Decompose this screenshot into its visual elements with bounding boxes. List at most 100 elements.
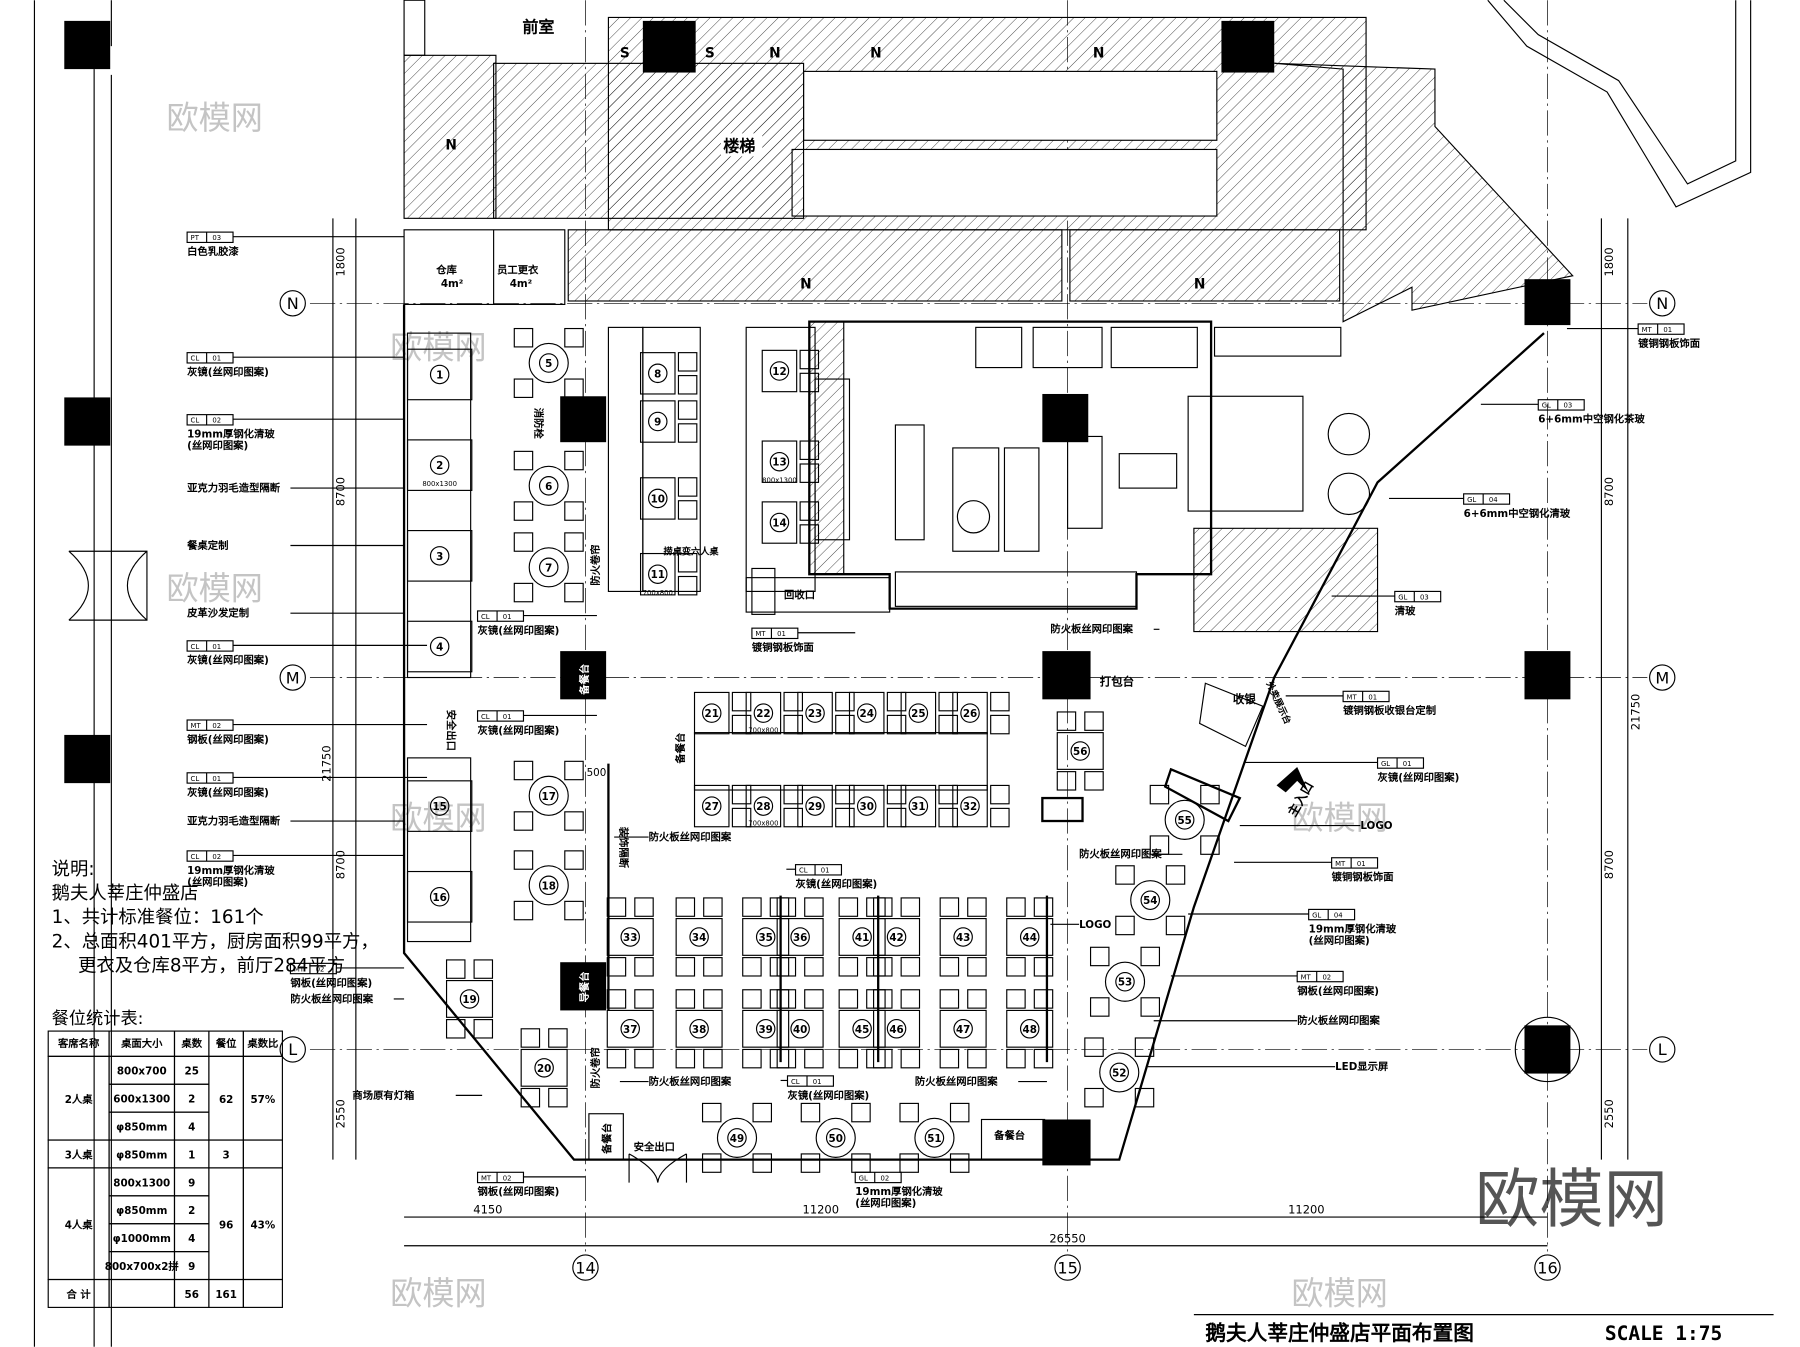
table-number-badge — [701, 703, 722, 723]
axis-label: 15 — [1057, 1258, 1077, 1277]
table-20: 20 — [520, 1028, 568, 1108]
chair-icon — [990, 714, 1010, 735]
table-3: 3 — [406, 530, 473, 582]
chair-icon — [800, 1153, 821, 1173]
table-17: 17 — [513, 760, 584, 831]
round-table — [528, 465, 569, 506]
table-cell — [242, 1278, 283, 1308]
title-block: 鹅夫人莘庄仲盛店平面布置图 SCALE 1:75 — [1193, 1314, 1774, 1345]
tag-code: GL — [859, 1174, 868, 1182]
table-2: 2 — [406, 439, 473, 491]
table-42: 42 — [873, 897, 921, 977]
chair-icon — [634, 897, 654, 917]
annotation-text: 6+6mm中空钢化清玻 — [1464, 507, 1571, 520]
chair-icon — [851, 1153, 871, 1173]
round-table — [528, 342, 569, 384]
table-number: 48 — [1023, 1024, 1037, 1036]
tag-number: 02 — [212, 417, 221, 425]
seat-table-count: 9 — [188, 1261, 195, 1273]
table-number-badge — [753, 796, 774, 816]
table-number: 20 — [537, 1063, 551, 1075]
table-number: 12 — [772, 366, 786, 378]
booth-table — [406, 439, 473, 491]
table-30: 30 — [848, 784, 907, 828]
round-table — [528, 547, 569, 588]
chair-icon — [703, 989, 723, 1009]
annotation-tag: 防火板丝网印图案 — [614, 831, 732, 844]
table-number: 31 — [911, 801, 925, 813]
seat-group-seats: 96 — [219, 1219, 233, 1231]
table-number: 19 — [462, 994, 476, 1006]
table-size-label: 700x800 — [748, 820, 778, 828]
seat-table-header: 餐位 — [215, 1037, 237, 1050]
table-55: 55 — [1149, 784, 1220, 855]
booth-table — [406, 780, 473, 832]
chair-icon — [967, 897, 987, 917]
table-number-badge — [852, 1019, 872, 1039]
table-number: 4 — [436, 642, 443, 654]
round-table — [528, 865, 569, 906]
room-vestibule: 前室 — [522, 17, 554, 36]
tag-code: GL — [1381, 760, 1390, 768]
seat-table-title: 餐位统计表: — [52, 1009, 144, 1029]
watermark: 欧模网 — [166, 569, 262, 607]
tag-code: CL — [799, 867, 808, 875]
table-15: 15 — [406, 780, 473, 832]
annotation-text: 灰镜(丝网印图案) — [478, 724, 560, 737]
chair-icon — [520, 1087, 541, 1108]
chair-icon — [804, 989, 824, 1009]
axis-bubble — [1649, 1036, 1676, 1063]
tag-number: 01 — [212, 775, 221, 783]
chair-icon — [564, 327, 584, 348]
table-top — [639, 552, 676, 596]
room-labels: 前室 楼梯 N S S N N N N N 仓库 4m² 员工更衣 4m² — [435, 17, 1205, 292]
chair-icon — [799, 524, 820, 544]
chair-icon — [835, 807, 855, 828]
tag-code: CL — [481, 613, 490, 621]
table-top — [693, 784, 730, 828]
table-top — [848, 691, 885, 735]
table-number: 49 — [730, 1133, 744, 1145]
table-23: 23 — [797, 691, 855, 735]
table-number: 44 — [1023, 932, 1037, 944]
annotation-text: 灰镜(丝网印图案) — [1378, 771, 1460, 784]
annotation-tag: 餐桌定制 — [186, 539, 405, 552]
table-6: 6 — [513, 450, 584, 521]
table-top — [606, 1009, 654, 1048]
watermark: 欧模网 — [166, 99, 262, 137]
annotation-text: 镀铜钢板饰面 — [1332, 871, 1394, 884]
chair-icon — [866, 989, 886, 1009]
chair-icon — [677, 423, 698, 443]
seat-table-size: 800x700 — [117, 1066, 167, 1078]
tag-number: 03 — [1420, 593, 1429, 601]
chair-icon — [799, 440, 820, 460]
dimension-left: 2550 — [333, 1099, 347, 1128]
cashier-label: 收银 — [1233, 692, 1256, 706]
chair-icon — [1134, 1037, 1155, 1057]
table-number-badge — [727, 1128, 747, 1148]
table-top — [776, 1009, 824, 1048]
booth-table — [406, 348, 473, 401]
table-33: 33 — [606, 897, 654, 977]
annotation-text: LOGO — [1079, 919, 1111, 931]
table-top — [848, 784, 885, 828]
annotation-text: 防火板丝网印图案 — [649, 1075, 732, 1088]
table-38: 38 — [675, 989, 723, 1069]
chair-icon — [731, 714, 752, 735]
chair-icon — [1140, 997, 1161, 1017]
round-table — [1099, 1052, 1140, 1093]
chair-icon — [967, 1048, 987, 1069]
annotation-tag: 防火板丝网印图案 — [1050, 623, 1160, 636]
chair-icon — [899, 1102, 919, 1123]
tag-number: 03 — [212, 234, 221, 242]
tag-number: 02 — [880, 1174, 889, 1182]
table-number-badge — [1019, 927, 1040, 947]
table-number: 52 — [1112, 1067, 1126, 1079]
table-top — [776, 918, 824, 956]
table-number: 29 — [808, 801, 822, 813]
table-number-badge — [429, 546, 450, 566]
